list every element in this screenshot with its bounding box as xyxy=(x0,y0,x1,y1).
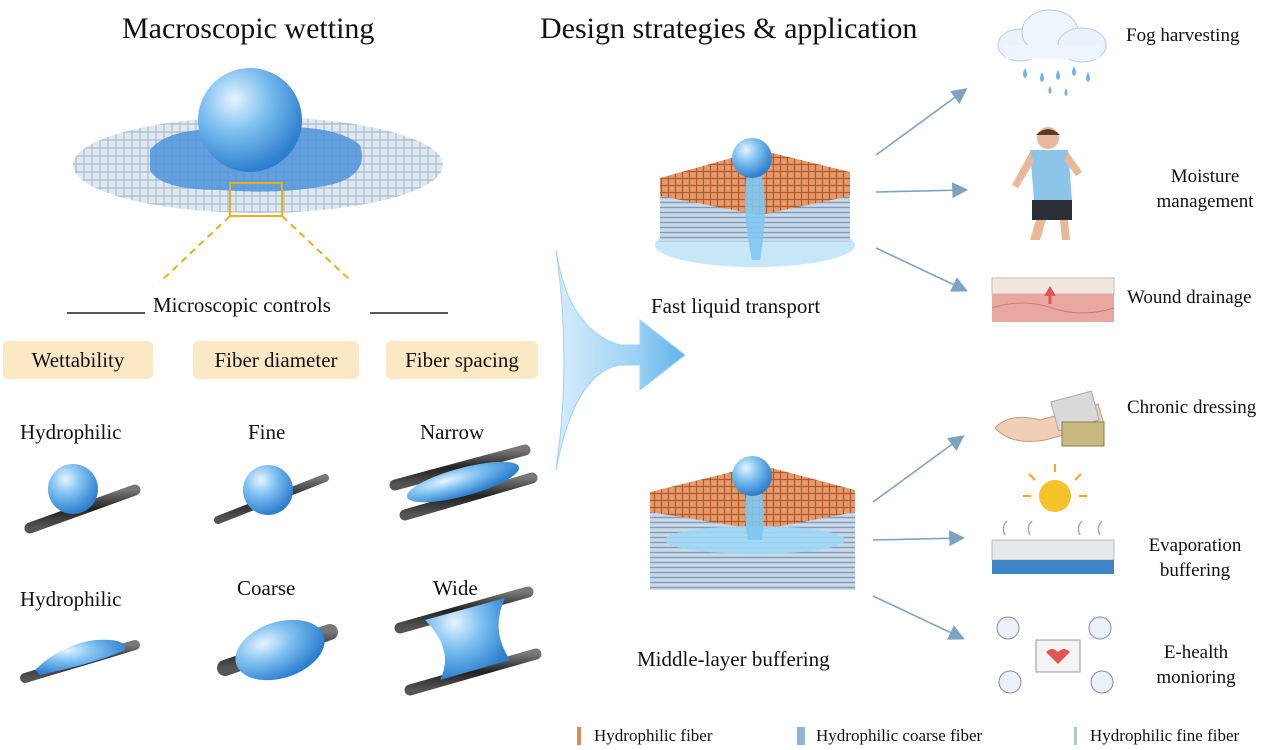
cloud-rain-icon xyxy=(997,9,1107,96)
macro-droplet xyxy=(198,68,302,172)
label-hydrophilic-2: Hydrophilic xyxy=(20,587,122,611)
app-evaporation-line1: Evaporation xyxy=(1148,535,1242,556)
fast-transport-fabric-stack xyxy=(655,138,855,267)
zoom-box xyxy=(229,182,283,217)
label-hydrophilic-1: Hydrophilic xyxy=(20,420,122,444)
skin-wound-icon xyxy=(991,277,1115,322)
label-fine: Fine xyxy=(248,420,286,444)
fiber-spacing-narrow-case xyxy=(389,444,538,521)
wettability-hydrophilic-2 xyxy=(20,639,140,683)
chip-fiber-diameter: Fiber diameter xyxy=(193,341,359,379)
app-chronic-dressing: Chronic dressing xyxy=(1127,397,1257,418)
app-evaporation-line2: buffering xyxy=(1159,560,1231,581)
macroscopic-fabric-illustration xyxy=(73,68,443,283)
fiber-fine-case xyxy=(214,465,329,524)
app-moisture-line1: Moisture xyxy=(1170,166,1240,187)
app-fog-harvesting: Fog harvesting xyxy=(1126,25,1240,46)
app-ehealth-line2: monioring xyxy=(1156,667,1236,688)
app-moisture-management: Moisture management xyxy=(1150,164,1260,214)
chip-fiber-spacing: Fiber spacing xyxy=(386,341,538,379)
legend-hydrophilic-fiber: Hydrophilic fiber xyxy=(594,726,713,745)
app-wound-drainage: Wound drainage xyxy=(1127,287,1252,308)
label-wide: Wide xyxy=(433,576,478,600)
label-coarse: Coarse xyxy=(237,576,296,600)
title-design-strategies: Design strategies & application xyxy=(540,12,918,45)
app-ehealth-monitoring: E-health monioring xyxy=(1146,640,1246,690)
design-transition-arrow xyxy=(555,249,686,471)
arm-dressing-icon xyxy=(994,390,1105,447)
legend-swatch-fine-fiber xyxy=(1074,727,1077,745)
label-narrow: Narrow xyxy=(420,420,485,444)
application-arrows xyxy=(872,88,969,640)
sun-evaporation-icon xyxy=(991,464,1115,574)
heading-microscopic-controls: Microscopic controls xyxy=(153,293,331,317)
title-macroscopic-wetting: Macroscopic wetting xyxy=(122,12,375,45)
middle-buffering-fabric-stack xyxy=(650,456,855,590)
fiber-coarse-case xyxy=(217,619,338,681)
health-devices-icon xyxy=(996,616,1114,694)
app-evaporation-buffering: Evaporation buffering xyxy=(1140,533,1250,583)
fiber-spacing-wide-case xyxy=(394,586,542,696)
app-ehealth-line1: E-health xyxy=(1163,642,1229,663)
legend-hydrophilic-fine-fiber: Hydrophilic fine fiber xyxy=(1090,726,1240,745)
label-fast-liquid-transport: Fast liquid transport xyxy=(651,294,821,318)
chip-wettability: Wettability xyxy=(3,341,153,379)
app-moisture-line2: management xyxy=(1156,191,1254,212)
runner-icon xyxy=(1012,127,1082,240)
label-middle-layer-buffering: Middle-layer buffering xyxy=(637,647,830,671)
legend-swatch-coarse-fiber xyxy=(797,727,805,745)
wettability-hydrophilic-1 xyxy=(24,464,141,534)
legend-swatch-hydrophilic-fiber xyxy=(577,727,581,745)
legend-hydrophilic-coarse-fiber: Hydrophilic coarse fiber xyxy=(816,726,983,745)
